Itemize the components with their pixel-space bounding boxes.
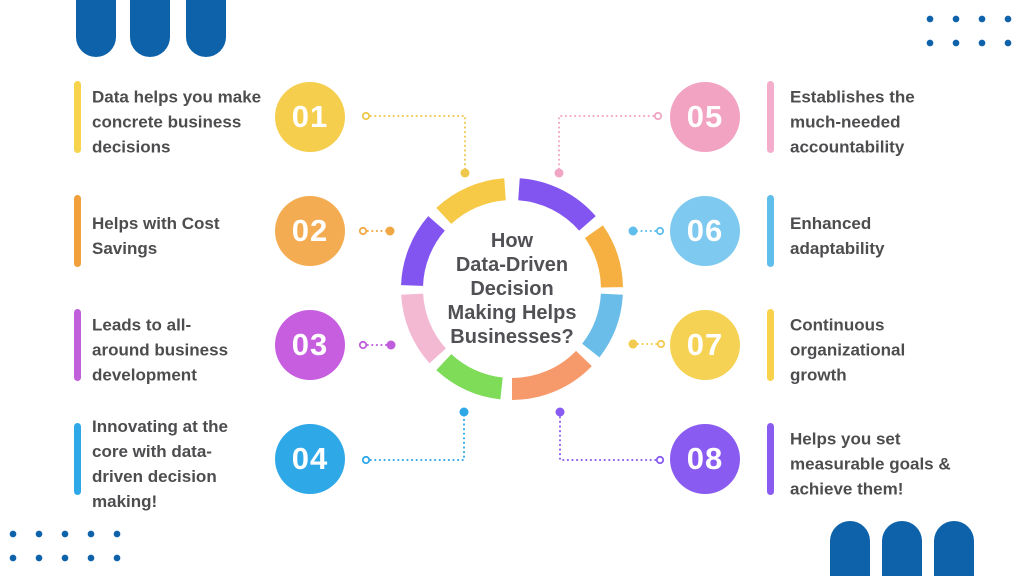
benefit-text: Helps you set measurable goals & achieve… bbox=[790, 429, 951, 499]
number-badge: 07 bbox=[670, 310, 740, 380]
accent-bar bbox=[74, 81, 81, 153]
dots-pattern bbox=[0, 522, 130, 570]
connector-dotted-line bbox=[559, 411, 661, 461]
connector-open-dot bbox=[655, 226, 665, 236]
decor-pill bbox=[830, 521, 870, 576]
accent-bar bbox=[767, 81, 774, 153]
accent-bar bbox=[767, 195, 774, 267]
number-badge: 04 bbox=[275, 424, 345, 494]
benefit-text: Data helps you make concrete business de… bbox=[92, 87, 262, 157]
connector-dotted-line bbox=[365, 115, 466, 174]
connector-open-dot bbox=[358, 340, 368, 350]
connector-filled-dot bbox=[628, 226, 638, 236]
accent-bar bbox=[767, 423, 774, 495]
ring-segment bbox=[436, 353, 504, 400]
connector-filled-dot bbox=[628, 339, 638, 349]
center-title-line: Data-Driven bbox=[455, 254, 569, 276]
connector-dotted-line bbox=[365, 411, 465, 461]
decor-pill bbox=[76, 0, 116, 57]
accent-bar bbox=[767, 309, 774, 381]
number-badge: 06 bbox=[670, 196, 740, 266]
number-badge: 08 bbox=[670, 424, 740, 494]
connector-filled-dot bbox=[386, 340, 396, 350]
benefit-text: Helps with Cost Savings bbox=[92, 214, 220, 258]
number-badge: 01 bbox=[275, 82, 345, 152]
ring-segment bbox=[401, 216, 446, 287]
center-title-line: How bbox=[490, 230, 534, 252]
ring-segment bbox=[581, 293, 623, 358]
connector-dotted-line bbox=[558, 115, 659, 174]
decor-pill bbox=[934, 521, 974, 576]
number-badge: 03 bbox=[275, 310, 345, 380]
ring-segment bbox=[584, 225, 623, 288]
connector-open-dot bbox=[361, 111, 371, 121]
accent-bar bbox=[74, 309, 81, 381]
benefit-text: Innovating at the core with data-driven … bbox=[92, 417, 228, 511]
ring-segment bbox=[436, 178, 507, 225]
accent-bar bbox=[74, 423, 81, 495]
benefit-text: Enhanced adaptability bbox=[790, 214, 885, 258]
decor-pill bbox=[186, 0, 226, 57]
center-title-line: Businesses? bbox=[450, 326, 574, 348]
ring-segment bbox=[401, 293, 447, 364]
decor-pill bbox=[882, 521, 922, 576]
connector-filled-dot bbox=[554, 168, 564, 178]
benefit-text: Establishes the much-needed accountabili… bbox=[790, 87, 915, 157]
center-title-line: Making Helps bbox=[447, 302, 577, 324]
connector-filled-dot bbox=[555, 407, 565, 417]
benefit-text: Continuous organizational growth bbox=[790, 315, 906, 385]
connector-open-dot bbox=[358, 226, 368, 236]
benefit-text: Leads to all-around business development bbox=[92, 315, 229, 385]
connector-open-dot bbox=[361, 455, 371, 465]
connector-open-dot bbox=[655, 455, 665, 465]
decor-pill bbox=[130, 0, 170, 57]
connector-filled-dot bbox=[385, 226, 395, 236]
ring-segment bbox=[511, 350, 592, 400]
accent-bar bbox=[74, 195, 81, 267]
connector-open-dot bbox=[656, 339, 666, 349]
dots-pattern bbox=[917, 7, 1021, 55]
number-badge: 05 bbox=[670, 82, 740, 152]
connector-filled-dot bbox=[460, 168, 470, 178]
number-badge: 02 bbox=[275, 196, 345, 266]
center-title: How Data-Driven Decision Making Helps Bu… bbox=[407, 229, 617, 349]
connector-filled-dot bbox=[459, 407, 469, 417]
ring-segment bbox=[517, 178, 596, 231]
connector-open-dot bbox=[653, 111, 663, 121]
center-title-line: Decision bbox=[470, 278, 554, 300]
